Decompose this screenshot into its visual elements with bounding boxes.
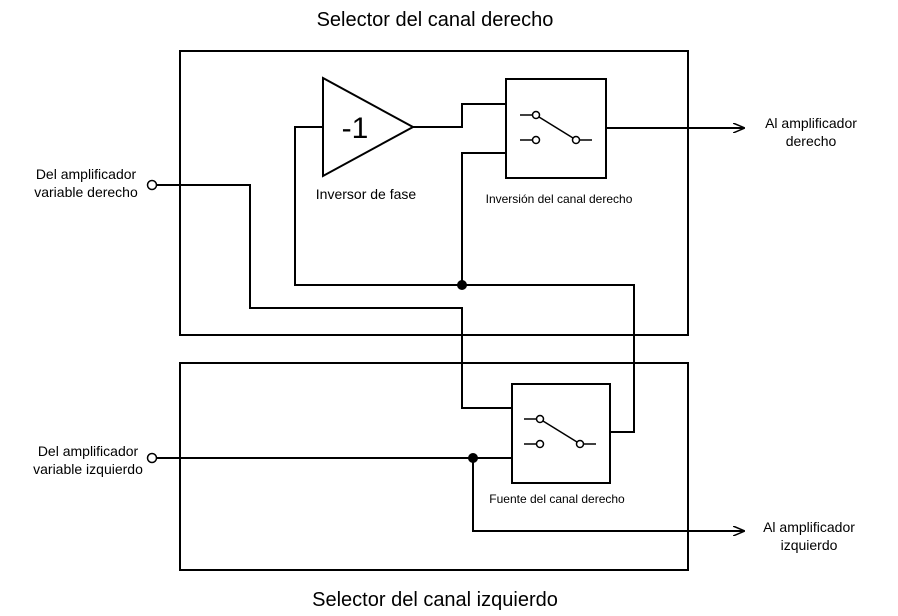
junction-dot xyxy=(468,453,478,463)
left-output-label-line1: Al amplificador xyxy=(763,519,855,535)
right-inversion-switch-label: Inversión del canal derecho xyxy=(486,192,633,206)
left-selector-title: Selector del canal izquierdo xyxy=(312,589,558,611)
right-input-terminal xyxy=(146,179,158,191)
left-selector-block xyxy=(179,362,689,571)
inverter-gain: -1 xyxy=(342,112,369,145)
right-selector-title: Selector del canal derecho xyxy=(317,9,554,31)
junction-dot xyxy=(457,280,467,290)
right-input-label-line2: variable derecho xyxy=(34,184,138,200)
inverter-output-wire xyxy=(413,103,506,128)
phase-inverter: -1 xyxy=(322,76,416,178)
bypass-wire xyxy=(461,152,506,285)
right-output-label-line2: derecho xyxy=(786,133,837,149)
right-input-wire xyxy=(157,184,512,409)
right-input-label-line1: Del amplificador xyxy=(36,166,137,182)
left-input-label-line1: Del amplificador xyxy=(38,443,139,459)
left-input-terminal xyxy=(146,452,158,464)
inverter-label: Inversor de fase xyxy=(316,186,417,202)
left-input-label-line2: variable izquierdo xyxy=(33,461,143,477)
right-source-switch xyxy=(511,383,611,484)
left-output-label-line2: izquierdo xyxy=(781,537,838,553)
right-output-label-line1: Al amplificador xyxy=(765,115,857,131)
left-output-wire xyxy=(472,458,744,531)
right-inversion-switch xyxy=(505,78,607,179)
right-source-switch-label: Fuente del canal derecho xyxy=(489,492,625,506)
